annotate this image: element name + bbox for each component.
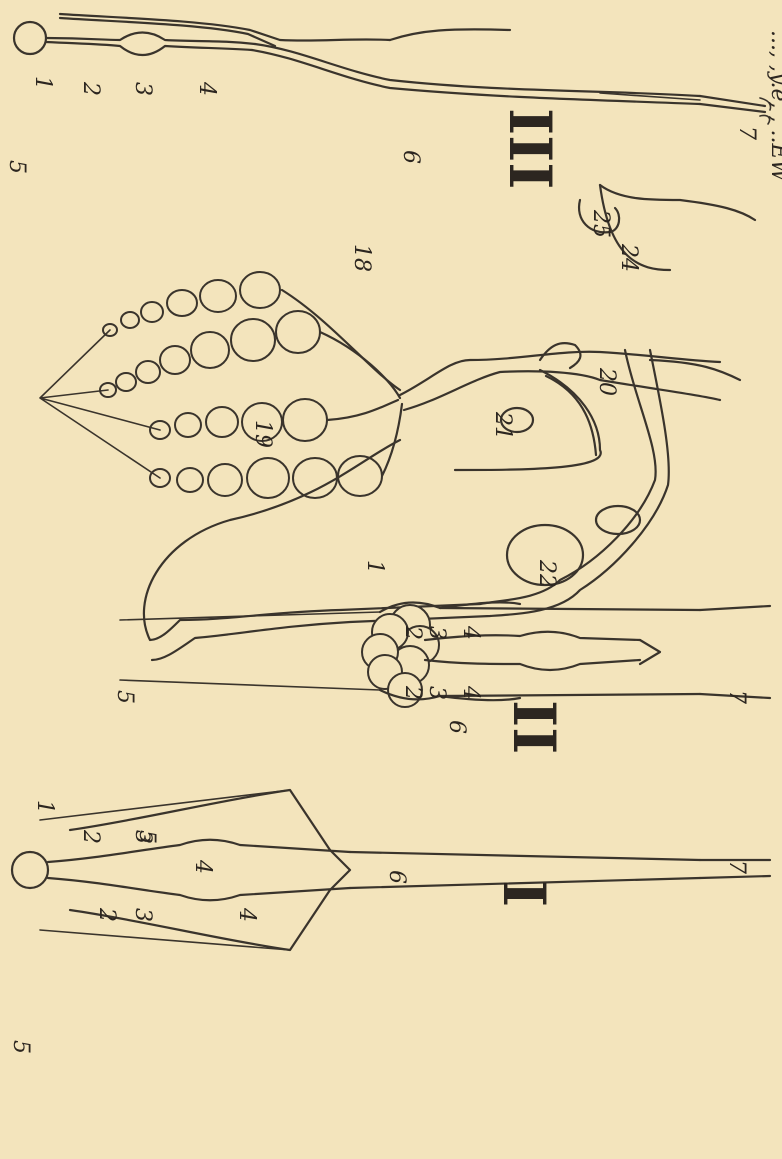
fig3-label-2: 2 xyxy=(78,81,103,96)
fig2-label-7: 7 xyxy=(724,690,749,704)
label-18: 18 xyxy=(349,244,374,272)
label-25: 25 xyxy=(588,209,613,238)
label-21: 21 xyxy=(490,411,515,440)
fig2-label-1: 1 xyxy=(362,560,387,574)
fig2-label-3a: 3 xyxy=(424,626,449,640)
fig1-label-4a: 4 xyxy=(190,859,215,874)
fig3-label-7: 7 xyxy=(734,126,759,140)
fig2-label-6: 6 xyxy=(444,720,469,734)
fig3-label-6: 6 xyxy=(398,150,423,164)
fig2-label-4a: 4 xyxy=(458,625,483,640)
fig2-label-2b: 2 xyxy=(400,685,425,700)
fig3-label-3: 3 xyxy=(130,82,155,96)
fig1-label-4b: 4 xyxy=(234,907,259,922)
fig1-label-7: 7 xyxy=(724,860,749,874)
fig2-label-3b: 3 xyxy=(424,686,449,700)
fig1-roman-numeral: I xyxy=(490,880,558,907)
figure-III-drawing xyxy=(14,14,771,124)
fig2-roman-numeral: II xyxy=(500,700,568,754)
fig3-label-5: 5 xyxy=(4,160,29,174)
figure-cluster-drawing xyxy=(40,185,755,660)
fig1-label-5a: 5 xyxy=(134,830,159,844)
bead-chain-3 xyxy=(150,399,327,441)
fig2-label-5: 5 xyxy=(112,690,137,704)
fig1-label-2a: 2 xyxy=(78,829,103,844)
fig1-label-1: 1 xyxy=(32,800,57,814)
fig1-label-3b: 3 xyxy=(130,908,155,922)
header-fragment: ..., ,y.e, , ..EW xyxy=(766,30,782,184)
fig2-label-2a: 2 xyxy=(400,625,425,640)
label-24: 24 xyxy=(616,243,641,272)
label-22: 22 xyxy=(534,559,559,588)
fig1-label-5b: 5 xyxy=(8,1040,33,1054)
bead-chain-4 xyxy=(150,456,382,498)
fig2-label-4b: 4 xyxy=(458,685,483,700)
fig1-label-2b: 2 xyxy=(94,907,119,922)
label-20: 20 xyxy=(594,367,619,396)
fig1-label-6: 6 xyxy=(384,870,409,884)
fig3-label-1: 1 xyxy=(30,76,55,90)
fig3-label-4: 4 xyxy=(194,81,219,96)
fig3-roman-numeral: III xyxy=(496,108,564,189)
label-19: 19 xyxy=(250,420,275,448)
